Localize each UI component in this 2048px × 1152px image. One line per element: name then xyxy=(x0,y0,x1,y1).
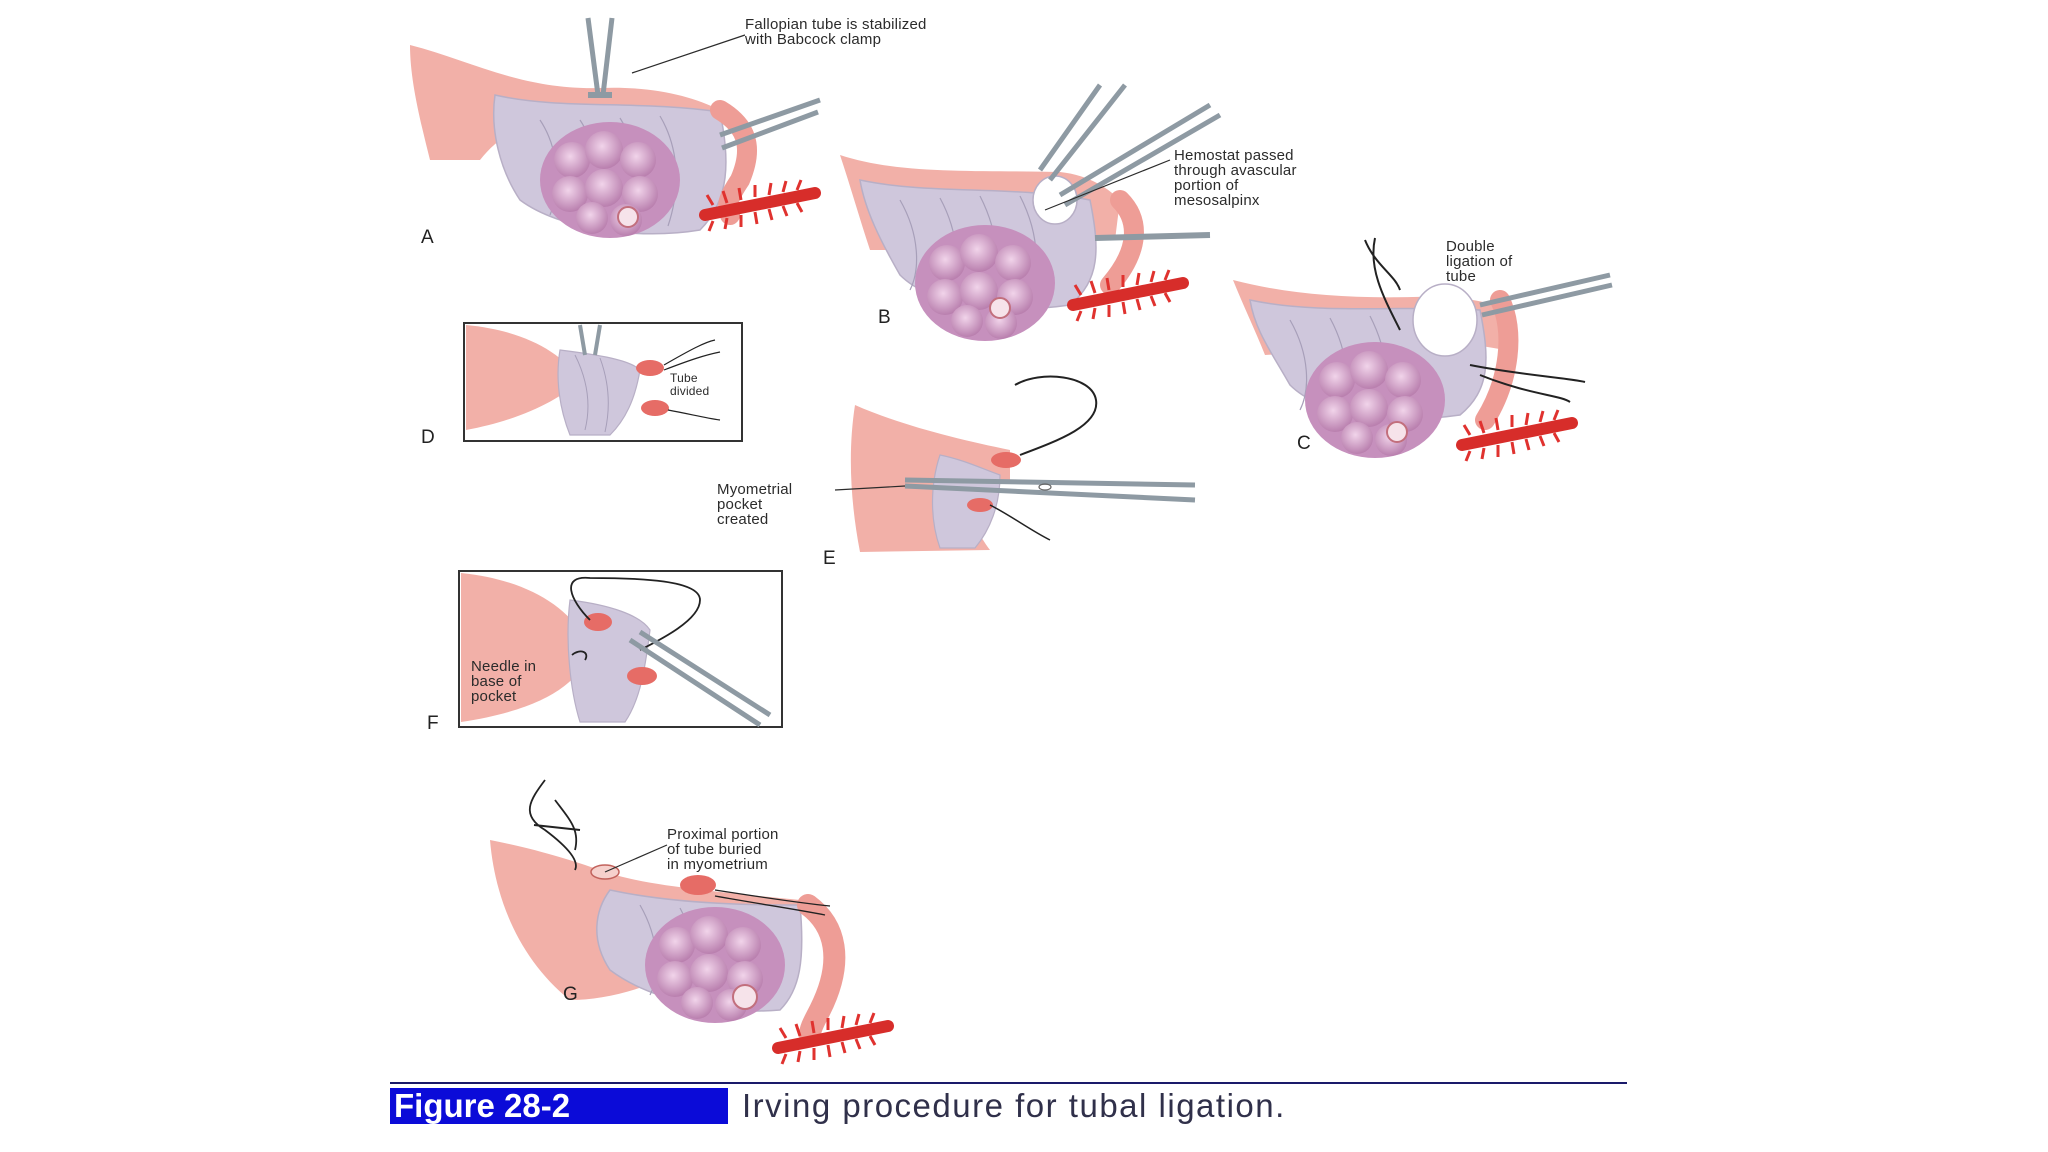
callout-line: Myometrial xyxy=(717,481,793,498)
callout-line: created xyxy=(717,511,769,528)
callout-line: Fallopian tube is stabilized xyxy=(745,16,927,33)
callout-babcock-clamp: Fallopian tube is stabilized with Babcoc… xyxy=(745,17,927,47)
panel-e-illustration xyxy=(834,375,1196,552)
panel-label-c: C xyxy=(1297,433,1311,454)
callout-double-ligation: Double ligation of tube xyxy=(1446,239,1512,284)
callout-line: Double xyxy=(1446,238,1495,255)
callout-tube-divided: Tube divided xyxy=(670,372,709,398)
callout-line: pocket xyxy=(471,688,517,705)
panel-label-d: D xyxy=(421,427,435,448)
callout-line: pocket xyxy=(717,496,763,513)
callout-line: Hemostat passed xyxy=(1174,147,1294,164)
panel-f-illustration xyxy=(458,570,783,728)
callout-myometrial-pocket: Myometrial pocket created xyxy=(717,482,792,527)
panel-label-g: G xyxy=(563,984,578,1005)
panel-label-f: F xyxy=(427,713,439,734)
panel-a-illustration xyxy=(410,17,820,238)
callout-line: Needle in xyxy=(471,658,537,675)
callout-line: Tube xyxy=(670,371,698,385)
callout-line: in myometrium xyxy=(667,856,768,873)
figure-caption: Irving procedure for tubal ligation. xyxy=(742,1087,1286,1124)
callout-line: mesosalpinx xyxy=(1174,192,1260,209)
panel-b-illustration xyxy=(840,83,1222,341)
callout-line: ligation of xyxy=(1446,253,1513,270)
callout-line: divided xyxy=(670,384,710,398)
panel-label-a: A xyxy=(421,227,434,248)
figure-number-label: Figure 28-2 xyxy=(390,1088,728,1124)
callout-line: through avascular xyxy=(1174,162,1297,179)
callout-line: with Babcock clamp xyxy=(745,31,882,48)
callout-line: tube xyxy=(1446,268,1476,285)
callout-line: base of xyxy=(471,673,522,690)
panel-label-b: B xyxy=(878,307,891,328)
callout-line: portion of xyxy=(1174,177,1239,194)
panel-g-illustration xyxy=(490,779,888,1064)
panel-d-illustration xyxy=(463,322,743,442)
callout-proximal-portion: Proximal portion of tube buried in myome… xyxy=(667,827,779,872)
callout-needle: Needle in base of pocket xyxy=(471,659,536,704)
callout-line: of tube buried xyxy=(667,841,762,858)
callout-hemostat: Hemostat passed through avascular portio… xyxy=(1174,148,1297,208)
panel-label-e: E xyxy=(823,548,836,569)
panel-c-illustration xyxy=(1233,237,1613,461)
caption-divider xyxy=(390,1082,1627,1084)
callout-line: Proximal portion xyxy=(667,826,779,843)
